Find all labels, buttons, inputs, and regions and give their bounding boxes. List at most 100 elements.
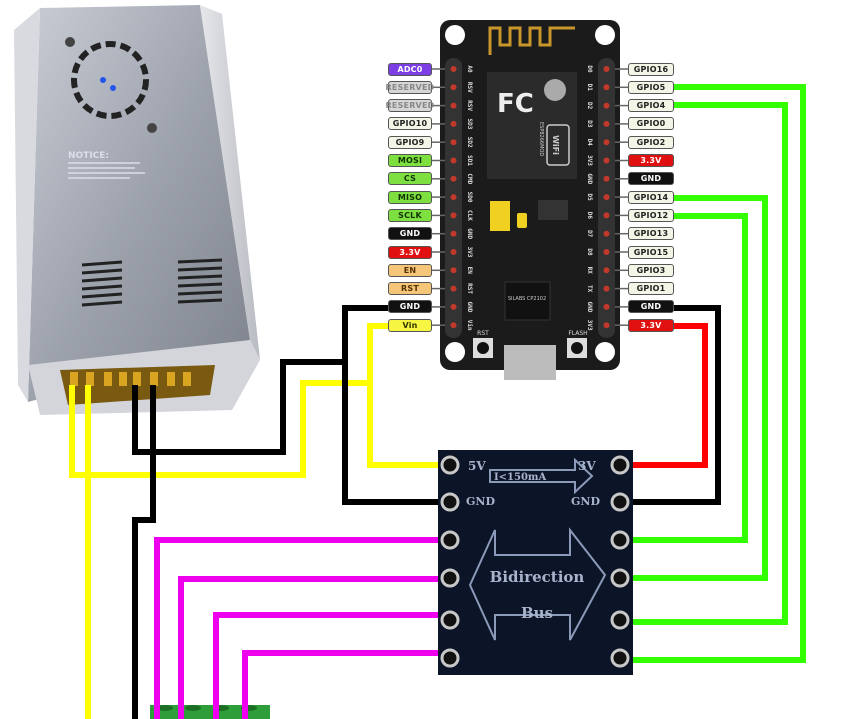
pin-label-gpio12: GPIO12: [628, 208, 674, 222]
wire-hv-signal-2: [178, 576, 448, 719]
header-pin: [450, 102, 457, 109]
wire-5v-psu-to-vin: [69, 380, 370, 478]
wire-gnd-nodemcu-to-shifter: [342, 305, 448, 505]
wire-gnd-right-to-shifter: [620, 305, 721, 505]
shifter-pin-hole: [440, 610, 460, 630]
module-name: ESP8266MOD: [538, 122, 544, 156]
pin-label-gnd: GND: [388, 227, 432, 241]
header-pin: [603, 66, 610, 72]
gnd-right-label: GND: [571, 495, 600, 508]
title-line2: Bus: [521, 604, 553, 622]
header-pin: [603, 249, 610, 255]
pin-label-rst: RST: [388, 282, 432, 296]
silkscreen-pin-label: D0: [586, 65, 593, 73]
pin-label-3.3v: 3.3V: [628, 154, 674, 167]
header-pin: [450, 120, 457, 127]
header-pin: [450, 84, 457, 91]
pin-label-gpio14: GPIO14: [628, 190, 674, 204]
silkscreen-pin-label: RX: [586, 267, 593, 275]
silkscreen-pin-label: RSV: [466, 100, 473, 111]
header-pin: [450, 212, 457, 219]
header-pin: [603, 267, 610, 274]
vent-slots: [81, 258, 223, 307]
title-line1: Bidirection: [490, 568, 585, 586]
shifter-pin-hole: [610, 492, 630, 512]
pin-label-reserved: RESERVED: [385, 99, 435, 113]
wire-gpio4: [620, 102, 788, 625]
header-pin: [603, 102, 610, 109]
silkscreen-pin-label: SD0: [466, 192, 473, 203]
pin-label-gpio13: GPIO13: [628, 227, 674, 241]
header-pin: [603, 139, 610, 146]
flash-label: FLASH: [568, 330, 587, 337]
wire-gnd-psu-to-nodemcu: [132, 359, 345, 455]
silkscreen-pin-label: 3V3: [586, 155, 593, 166]
silkscreen-pin-label: D3: [586, 120, 593, 128]
wifi-logo: WiFi: [551, 135, 560, 155]
lv-label: 3V: [578, 459, 596, 473]
silkscreen-pin-label: A0: [466, 65, 473, 73]
level-shifter: 5V 3V I<150mA GND GND Bidirection Bus: [438, 450, 633, 675]
shifter-pin-hole: [440, 648, 460, 668]
espressif-logo-icon: [544, 79, 566, 101]
silkscreen-pin-label: D1: [586, 84, 593, 92]
header-pin: [450, 249, 457, 255]
header-pin: [603, 212, 610, 219]
wire-vin-to-shifter-5v: [367, 323, 448, 468]
shifter-pin-hole: [610, 610, 630, 630]
header-pin: [603, 194, 610, 201]
wire-hv-signal-1: [154, 537, 448, 719]
wire-hv-signal-4: [242, 650, 448, 719]
pin-label-gpio3: GPIO3: [628, 263, 674, 277]
shifter-pin-hole: [440, 530, 460, 550]
silkscreen-pin-label: EN: [466, 267, 473, 275]
silkscreen-pin-label: GND: [466, 228, 473, 239]
pin-label-gpio1: GPIO1: [628, 282, 674, 296]
screw-icon: [65, 37, 75, 47]
pin-label-en: EN: [388, 263, 432, 277]
silkscreen-pin-label: SD3: [466, 118, 473, 129]
silkscreen-pin-label: CMD: [466, 173, 473, 184]
header-pin: [603, 303, 610, 310]
pin-label-3.3v: 3.3V: [388, 245, 432, 259]
gnd-left-label: GND: [466, 495, 495, 508]
silkscreen-pin-label: CLK: [466, 210, 473, 221]
pin-label-gpio5: GPIO5: [628, 80, 674, 94]
wire-gnd-psu-down: [132, 385, 156, 719]
silkscreen-pin-label: D6: [586, 212, 593, 220]
pin-label-gnd: GND: [388, 300, 432, 314]
shifter-pin-hole: [610, 455, 630, 475]
silkscreen-pin-label: D5: [586, 193, 593, 201]
pin-label-gpio10: GPIO10: [388, 117, 432, 131]
header-pin: [603, 230, 610, 237]
pin-label-gpio15: GPIO15: [628, 245, 674, 259]
shifter-pin-hole: [610, 568, 630, 588]
silkscreen-pin-label: GND: [586, 301, 593, 312]
pin-label-3.3v: 3.3V: [628, 318, 674, 332]
header-pin: [450, 157, 457, 164]
header-pin: [450, 139, 457, 146]
silkscreen-pin-label: GND: [466, 301, 473, 312]
pin-label-gpio4: GPIO4: [628, 99, 674, 113]
shifter-pin-hole: [610, 648, 630, 668]
silkscreen-pin-label: D4: [586, 139, 593, 147]
wire-gpio5: [620, 84, 806, 663]
bidirectional-arrow-icon: [468, 527, 607, 641]
header-pin: [603, 120, 610, 127]
pin-label-gpio16: GPIO16: [628, 62, 674, 76]
shifter-pin-hole: [610, 530, 630, 550]
nodemcu-board: FC ESP8266MOD WiFi SILABS CP2102 RST FLA…: [432, 20, 628, 380]
silkscreen-pin-label: SD2: [466, 137, 473, 148]
wire-hv-signal-3: [213, 612, 448, 719]
antenna-trace: [488, 26, 575, 55]
pin-label-adc0: ADC0: [388, 62, 432, 76]
pin-label-vin: Vin: [388, 318, 432, 332]
header-pin: [603, 157, 610, 164]
power-supply: NOTICE:: [14, 5, 260, 415]
fan-grille: [71, 41, 149, 119]
terminal-screws: [70, 372, 191, 386]
header-pin: [450, 322, 457, 329]
fc-logo: FC: [497, 89, 534, 119]
header-pin: [450, 267, 457, 274]
